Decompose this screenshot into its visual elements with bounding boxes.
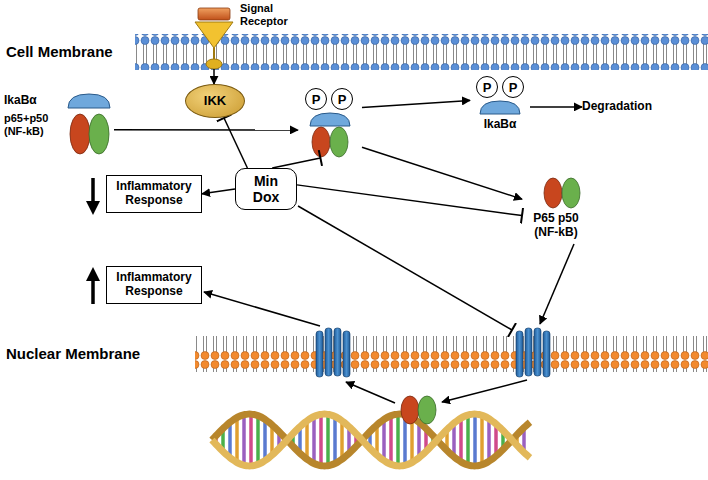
base-pair xyxy=(473,414,477,466)
response-arrow xyxy=(204,292,320,326)
increase-arrow xyxy=(91,274,95,304)
inhibition-line xyxy=(224,118,247,168)
phosphate-circle: P xyxy=(331,88,353,110)
base-pair xyxy=(312,416,316,463)
export-arrow xyxy=(346,382,395,403)
dna-strand xyxy=(212,414,530,466)
drug-box: Min Dox xyxy=(235,168,297,210)
activation-arrow xyxy=(114,129,298,131)
base-pair xyxy=(340,421,344,460)
protein-label: IkaBα xyxy=(4,94,66,108)
base-pair xyxy=(389,416,393,465)
binding-arrow xyxy=(442,380,527,402)
protein-label: IkaBα xyxy=(470,118,530,132)
dna-strand xyxy=(212,414,530,466)
base-pair xyxy=(235,417,239,462)
base-pair xyxy=(249,414,253,466)
protein-label: p65+p50 (NF-kB) xyxy=(4,112,66,137)
p65-shape xyxy=(312,127,330,157)
degradation-arrow xyxy=(530,106,582,108)
kinase-label: IKK xyxy=(204,94,226,109)
ikba-shape xyxy=(68,94,110,108)
import-arrow xyxy=(540,244,574,324)
receptor-symbol xyxy=(195,22,233,48)
signal-molecule xyxy=(198,8,230,20)
base-pair xyxy=(242,415,246,466)
p50-shape xyxy=(418,396,436,424)
nfkb-dimer: P65 p50 (NF-kB) xyxy=(522,176,602,242)
phosphorylated-complex: PP xyxy=(298,86,362,158)
ikba-shape xyxy=(310,113,350,126)
base-pair xyxy=(326,414,330,465)
receptor-stem xyxy=(213,48,215,60)
p50-shape xyxy=(330,127,348,157)
protein-complex: IkaBα p65+p50 (NF-kB) xyxy=(4,88,114,160)
membrane-label: Cell Membrane xyxy=(6,43,113,60)
base-pair xyxy=(263,419,267,460)
base-pair xyxy=(480,415,484,464)
signal-arrow xyxy=(213,69,215,84)
base-pair xyxy=(319,414,323,465)
ikba-shape xyxy=(480,101,520,114)
base-pair xyxy=(256,416,260,465)
cell-membrane xyxy=(135,34,708,70)
base-pair xyxy=(396,414,400,466)
inhibition-line xyxy=(297,185,522,216)
dna-helix xyxy=(212,414,530,466)
membrane-label: Nuclear Membrane xyxy=(6,345,140,362)
response-box: Inflammatory Response xyxy=(106,266,202,304)
inhibit-line xyxy=(298,206,512,330)
receptor-label: Signal Receptor xyxy=(240,2,310,27)
release-arrow xyxy=(362,147,522,199)
base-pair xyxy=(466,415,470,465)
effect-arrow xyxy=(202,189,235,194)
base-pair xyxy=(382,419,386,460)
base-pair xyxy=(333,416,337,463)
p50-shape xyxy=(562,178,580,208)
receptor-tail xyxy=(206,59,222,69)
phosphorylated-ikba: PP IkaBα xyxy=(470,74,530,140)
nuclear-membrane xyxy=(195,336,708,372)
release-arrow xyxy=(362,100,470,107)
protein-label: P65 p50 (NF-kB) xyxy=(528,212,584,240)
nuclear-pore xyxy=(316,328,350,377)
inhibition-line xyxy=(272,158,320,168)
base-pair xyxy=(487,419,491,462)
phosphate-circle: P xyxy=(476,76,498,98)
p65-shape xyxy=(70,114,90,154)
p65-shape xyxy=(544,178,562,208)
response-box: Inflammatory Response xyxy=(106,175,202,213)
response-label: Inflammatory Response xyxy=(111,271,197,299)
kinase-ellipse: IKK xyxy=(185,84,245,118)
degradation-label: Degradation xyxy=(582,100,652,114)
base-pair xyxy=(459,418,463,462)
phosphate-circle: P xyxy=(305,88,327,110)
decrease-arrow xyxy=(91,178,95,208)
nuclear-pore xyxy=(516,328,550,377)
phosphate-circle: P xyxy=(502,76,524,98)
p50-shape xyxy=(89,114,109,154)
process-label: Degradation xyxy=(582,100,652,114)
response-label: Inflammatory Response xyxy=(111,180,197,208)
p65-shape xyxy=(401,396,419,424)
base-pair xyxy=(305,421,309,460)
drug-label: Min Dox xyxy=(244,173,288,205)
